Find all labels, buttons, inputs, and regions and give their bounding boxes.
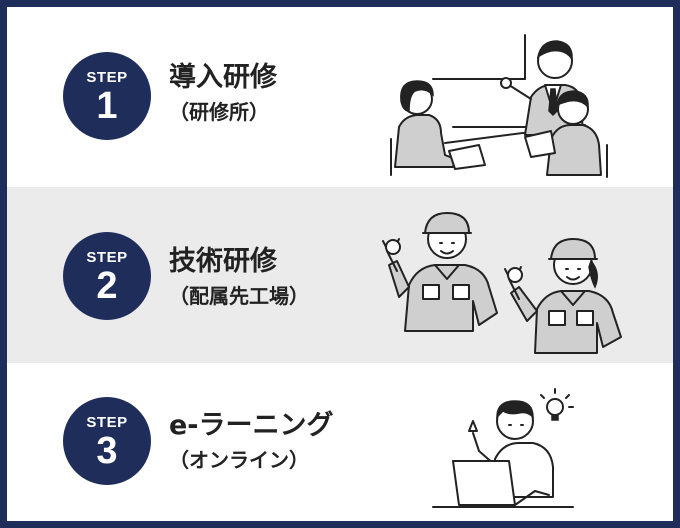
step-title-2: 技術研修 xyxy=(169,246,277,277)
step-number-2: 2 xyxy=(96,265,118,307)
step-title-1: 導入研修 xyxy=(169,62,277,93)
step-label-2: STEP xyxy=(86,249,128,266)
steps-panel: STEP 1 導入研修 （研修所） xyxy=(7,7,673,521)
step-subtitle-2: （配属先工場） xyxy=(169,284,309,308)
step-row-2: STEP 2 技術研修 （配属先工場） xyxy=(7,187,673,363)
step-row-3: STEP 3 e-ラーニング （オンライン） xyxy=(7,363,673,521)
step-badge-3: STEP 3 xyxy=(63,397,151,485)
technicians-with-wrenches-illustration xyxy=(382,212,622,354)
laptop-learner-illustration xyxy=(432,388,574,508)
step-badge-2: STEP 2 xyxy=(63,232,151,320)
step-number-3: 3 xyxy=(96,430,118,472)
step-label-3: STEP xyxy=(86,414,128,431)
step-row-1: STEP 1 導入研修 （研修所） xyxy=(7,7,673,187)
step-title-3: e-ラーニング xyxy=(169,410,334,441)
step-number-1: 1 xyxy=(96,85,118,127)
step-subtitle-1: （研修所） xyxy=(169,100,269,124)
step-subtitle-3: （オンライン） xyxy=(169,448,309,472)
meeting-training-illustration xyxy=(390,34,608,178)
step-label-1: STEP xyxy=(86,69,128,86)
step-badge-1: STEP 1 xyxy=(63,52,151,140)
